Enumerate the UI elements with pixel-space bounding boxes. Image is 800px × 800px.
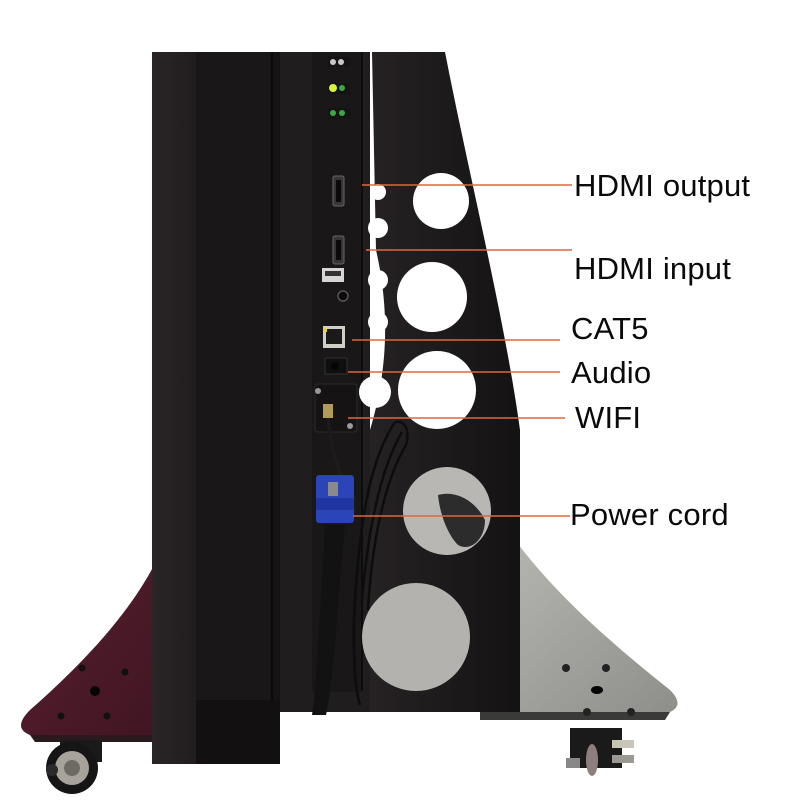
callout-lines [348, 184, 572, 517]
wifi-antenna-port [314, 383, 358, 491]
display-panel [152, 52, 280, 764]
callout-audio: Audio [571, 355, 652, 390]
callout-cat5: CAT5 [571, 311, 649, 346]
status-leds [328, 57, 350, 119]
right-base-plate [480, 540, 678, 720]
callout-power-cord: Power cord [570, 497, 729, 532]
callout-hdmi-output: HDMI output [574, 168, 751, 203]
led-top-icon [330, 59, 336, 65]
callout-wifi: WIFI [575, 400, 642, 435]
usb-port [322, 268, 344, 282]
antenna-cable-coil [352, 420, 409, 706]
dc-audio-port [324, 357, 348, 375]
right-caster-wheel [566, 728, 634, 776]
power-cord-connector [312, 475, 354, 715]
cat5-port [323, 326, 345, 348]
left-caster-wheel [46, 740, 102, 794]
hdmi-input-port [332, 235, 345, 265]
led-power-icon [329, 84, 337, 92]
side-bracket-fin [359, 52, 520, 712]
led-status-icon [330, 110, 336, 116]
hdmi-output-port [332, 175, 345, 207]
callout-hdmi-input: HDMI input [574, 251, 732, 286]
audio-jack [337, 290, 349, 302]
